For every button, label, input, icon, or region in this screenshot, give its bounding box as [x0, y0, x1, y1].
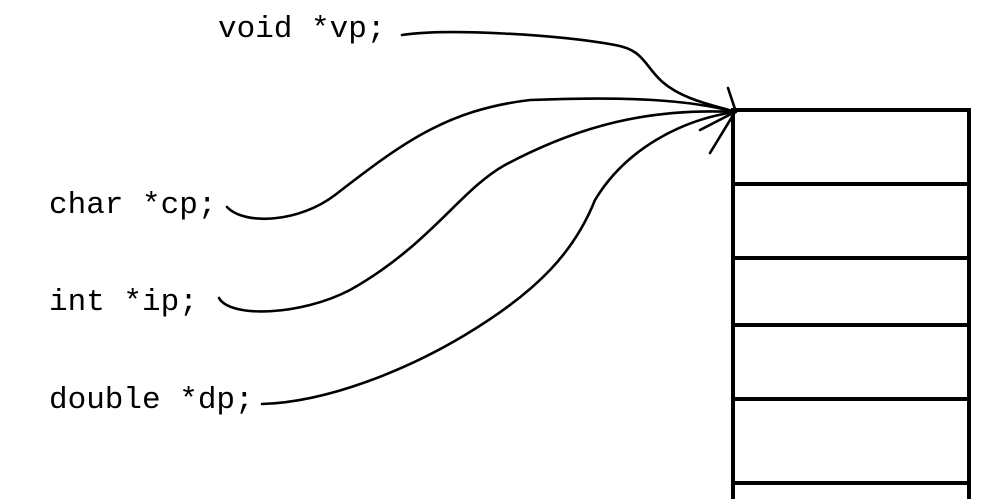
char-pointer-declaration: char *cp;: [49, 188, 217, 223]
arrow-vp: [400, 30, 737, 114]
double-pointer-declaration: double *dp;: [49, 383, 254, 418]
void-pointer-declaration: void *vp;: [218, 12, 386, 47]
arrowhead: [698, 86, 738, 155]
int-pointer-declaration: int *ip;: [49, 285, 198, 320]
arrow-dp: [260, 110, 737, 406]
arrow-cp: [225, 97, 737, 221]
memory-block: [731, 108, 971, 499]
arrow-ip: [217, 110, 737, 313]
